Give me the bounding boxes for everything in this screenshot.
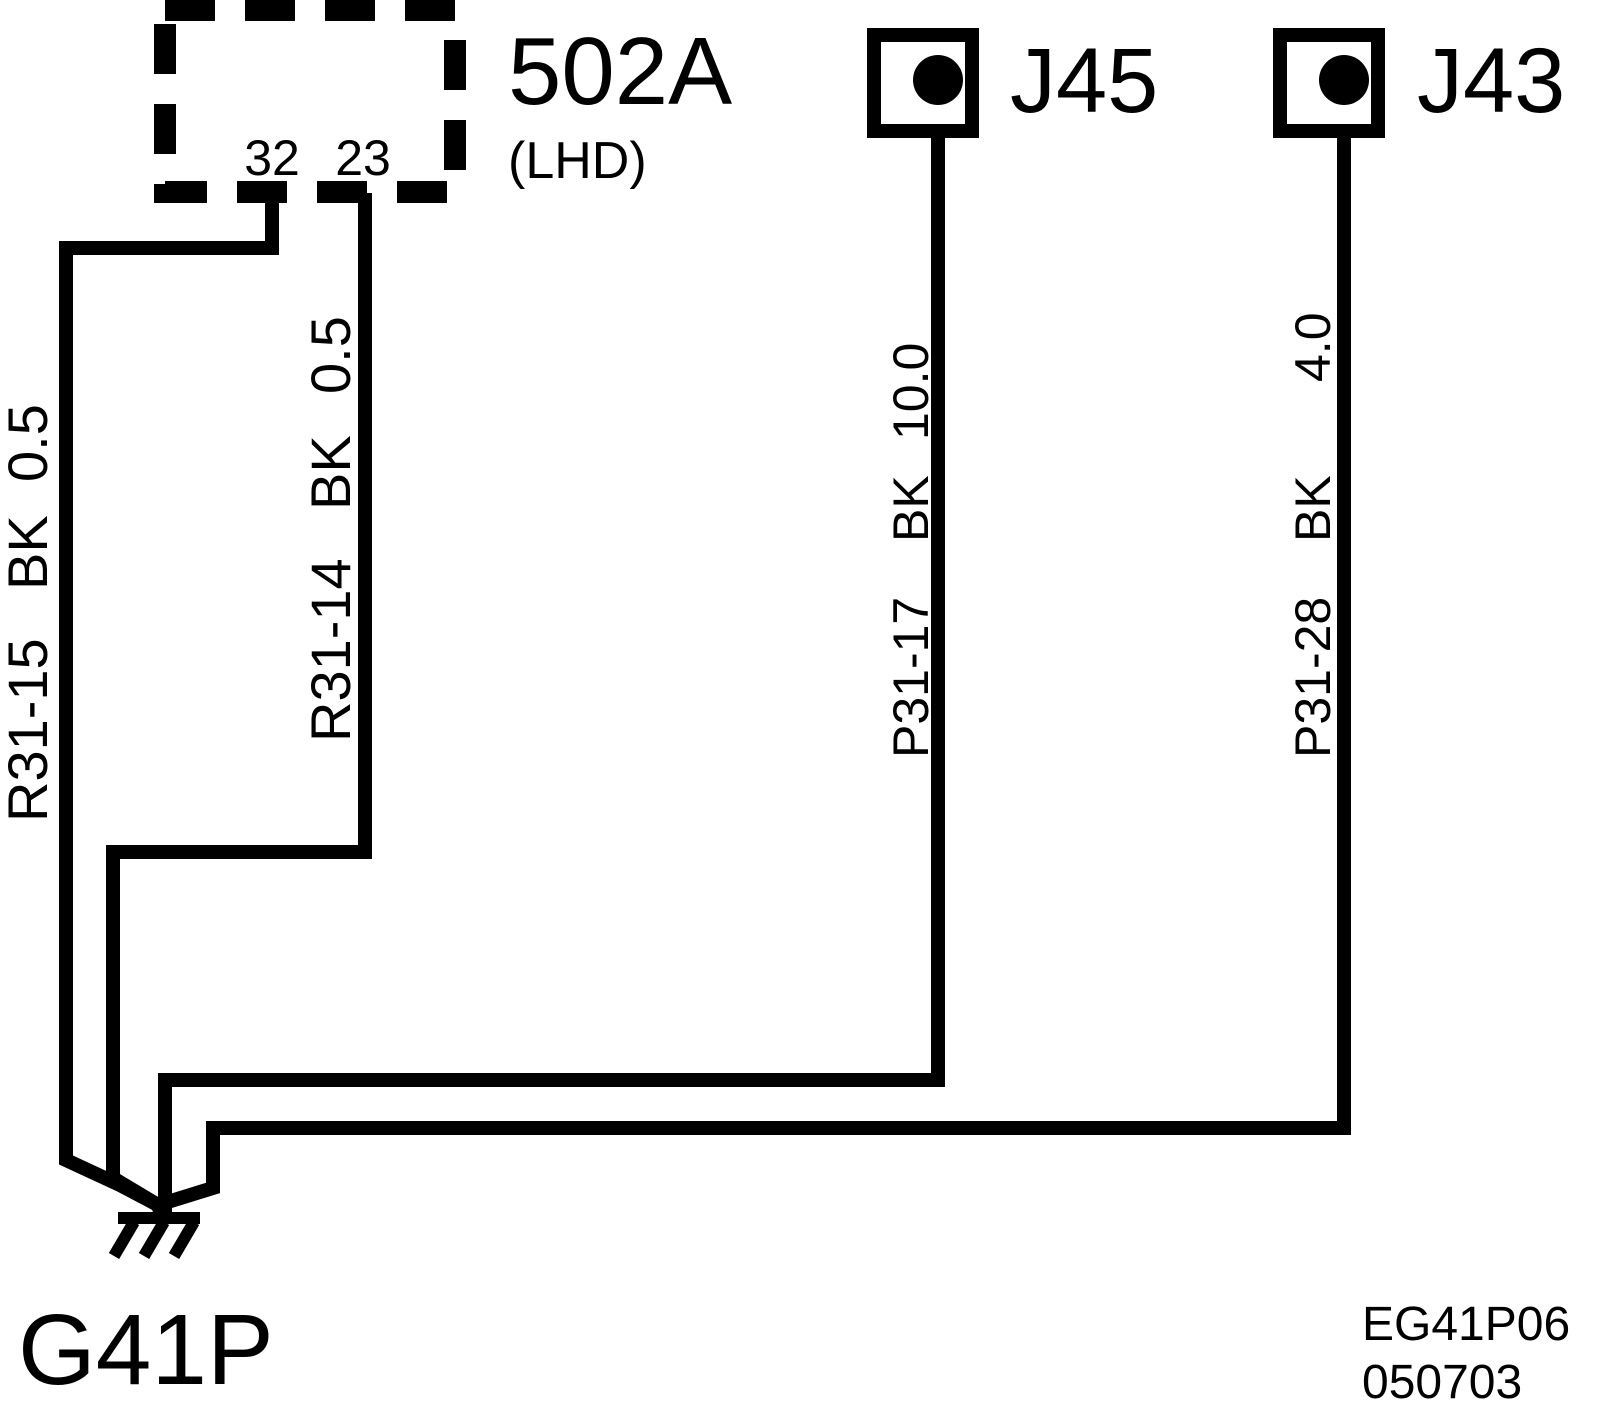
wire-r31-15 bbox=[59, 193, 279, 1215]
wire-label-p31-28: P31-28 BK 4.0 bbox=[1285, 312, 1341, 758]
component-502a-dashed-outline bbox=[154, 0, 466, 203]
wire-p31-28 bbox=[149, 124, 1351, 1214]
ground-g41p-label: G41P bbox=[18, 1294, 274, 1406]
wire-size-r31-14: 0.5 bbox=[299, 316, 362, 394]
wire-label-r31-15: R31-15 BK 0.5 bbox=[0, 404, 59, 822]
jack-j43: J43 bbox=[1273, 28, 1565, 138]
wire-label-r31-14: R31-14 BK 0.5 bbox=[299, 316, 362, 742]
component-502a-pin-23: 23 bbox=[335, 130, 391, 186]
jack-j45: J45 bbox=[867, 28, 1158, 138]
wires bbox=[59, 124, 1351, 1215]
wire-color-r31-14: BK bbox=[299, 435, 362, 510]
drawing-code: EG41P06 bbox=[1362, 1298, 1570, 1351]
jack-j45-label: J45 bbox=[1010, 30, 1158, 132]
component-502a-note: (LHD) bbox=[508, 132, 647, 190]
wire-circuit-r31-14: R31-14 bbox=[299, 558, 362, 742]
drawing-date: 050703 bbox=[1362, 1356, 1522, 1409]
wire-size-p31-17: 10.0 bbox=[883, 343, 939, 440]
component-502a: 32 23 502A (LHD) bbox=[154, 0, 732, 203]
wire-size-p31-28: 4.0 bbox=[1285, 312, 1341, 382]
wire-r31-14 bbox=[106, 193, 372, 1215]
component-502a-label: 502A bbox=[508, 18, 732, 125]
ground-symbol-icon bbox=[108, 1212, 200, 1260]
wire-circuit-p31-17: P31-17 bbox=[883, 597, 939, 758]
wire-circuit-p31-28: P31-28 bbox=[1285, 597, 1341, 758]
jack-j43-label: J43 bbox=[1417, 30, 1565, 132]
wire-circuit-r31-15: R31-15 bbox=[0, 638, 59, 822]
wire-label-p31-17: P31-17 BK 10.0 bbox=[883, 343, 939, 758]
jack-terminal-icon bbox=[867, 28, 979, 138]
wire-color-p31-28: BK bbox=[1285, 475, 1341, 542]
jack-terminal-icon bbox=[1273, 28, 1385, 138]
wire-size-r31-15: 0.5 bbox=[0, 404, 59, 482]
wire-p31-17 bbox=[158, 124, 945, 1212]
component-502a-pin-32: 32 bbox=[244, 130, 300, 186]
wire-color-r31-15: BK bbox=[0, 515, 59, 590]
ground-g41p: G41P bbox=[18, 1212, 274, 1406]
drawing-identifier: EG41P06 050703 bbox=[1362, 1298, 1570, 1409]
wire-color-p31-17: BK bbox=[883, 475, 939, 542]
